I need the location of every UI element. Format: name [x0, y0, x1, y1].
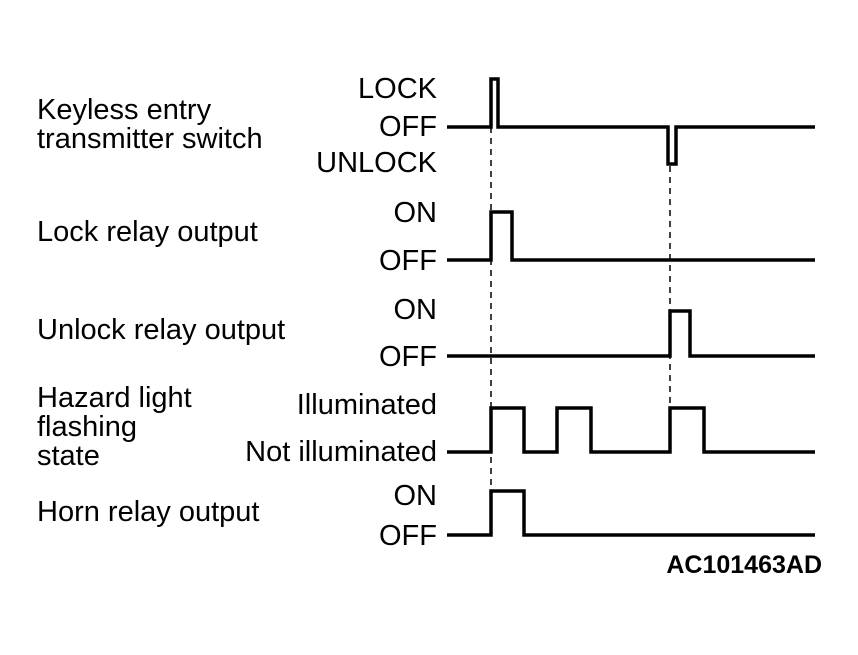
- state-label-horn-off: OFF: [379, 520, 437, 552]
- timing-guides: [490, 127, 671, 495]
- state-label-horn-on: ON: [394, 480, 438, 512]
- waveform-unlock-relay: [447, 309, 815, 358]
- state-label-keyless-unlock: UNLOCK: [316, 147, 438, 179]
- signal-label-keyless-line2: transmitter switch: [37, 123, 263, 155]
- waveforms: [447, 77, 815, 537]
- waveform-hazard-flashing: [447, 406, 815, 454]
- signal-label-keyless-line1: Keyless entry: [37, 94, 212, 126]
- state-label-keyless-off: OFF: [379, 111, 437, 143]
- signal-label-hazard-line2: flashing: [37, 411, 137, 443]
- waveform-lock-relay: [447, 210, 815, 262]
- waveform-keyless-switch: [447, 77, 815, 166]
- state-label-hazard-not-illuminated: Not illuminated: [245, 436, 437, 468]
- state-label-unlock-off: OFF: [379, 341, 437, 373]
- signal-label-hazard-line3: state: [37, 440, 100, 472]
- signal-label-horn-relay: Horn relay output: [37, 496, 259, 528]
- signal-label-hazard-line1: Hazard light: [37, 382, 192, 414]
- waveform-horn-relay: [447, 489, 815, 537]
- state-labels: LOCK OFF UNLOCK ON OFF ON OFF Illuminate…: [245, 73, 437, 552]
- state-label-lock-on: ON: [394, 197, 438, 229]
- signal-label-unlock-relay: Unlock relay output: [37, 314, 285, 346]
- signal-label-lock-relay: Lock relay output: [37, 216, 258, 248]
- state-label-lock-off: OFF: [379, 245, 437, 277]
- state-label-hazard-illuminated: Illuminated: [297, 389, 437, 421]
- state-label-unlock-on: ON: [394, 294, 438, 326]
- state-label-keyless-lock: LOCK: [358, 73, 438, 105]
- figure-code: AC101463AD: [666, 551, 822, 579]
- signal-labels: Keyless entry transmitter switch Lock re…: [37, 94, 285, 528]
